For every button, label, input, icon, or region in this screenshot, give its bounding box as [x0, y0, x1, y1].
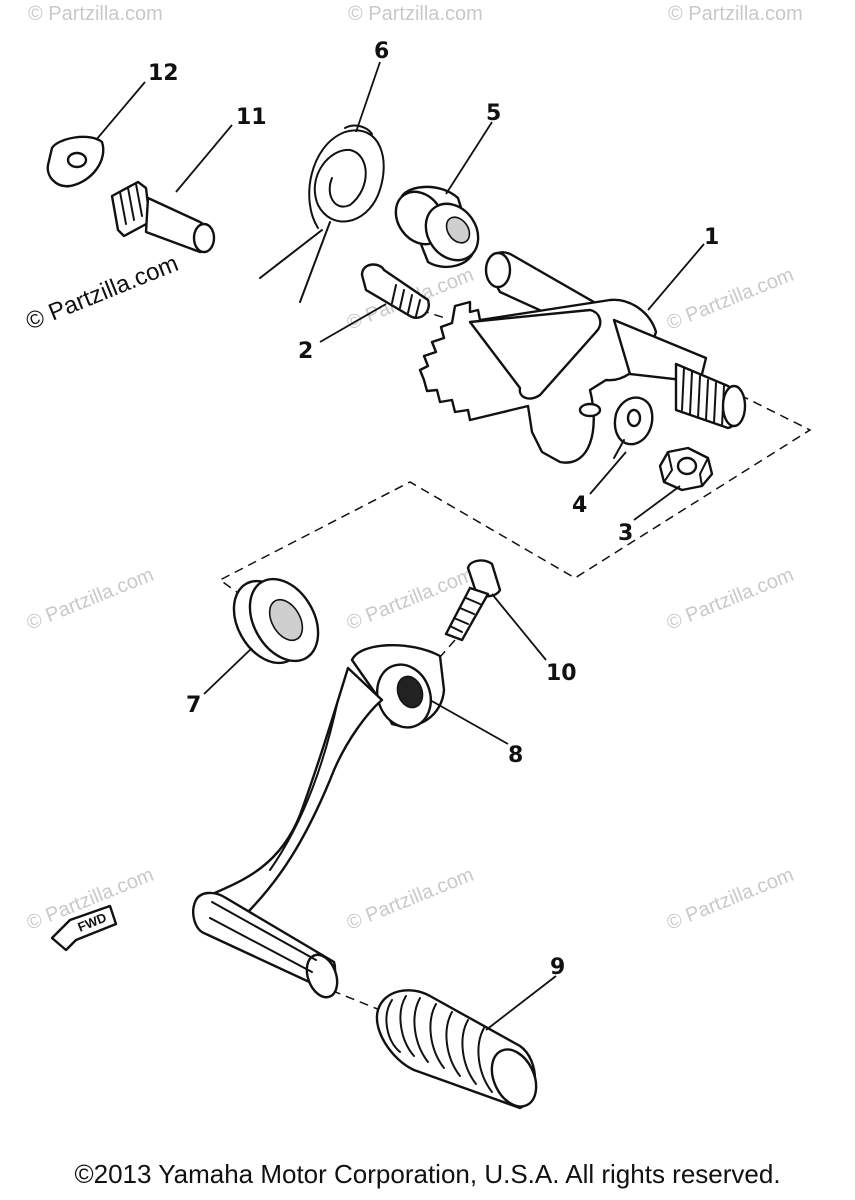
part-1-kick-axle [418, 251, 747, 464]
part-12-washer [46, 135, 105, 188]
callouts: 12 11 6 5 1 2 4 3 7 10 8 9 [148, 39, 719, 980]
leader-lines [95, 61, 705, 1031]
watermark: © Partzilla.com [344, 864, 477, 935]
part-7-oil-seal [232, 577, 320, 665]
callout-4: 4 [572, 493, 587, 518]
watermark: © Partzilla.com [668, 3, 803, 25]
callout-6: 6 [374, 39, 389, 64]
part-4-washer [613, 396, 654, 459]
callout-12: 12 [148, 61, 179, 86]
callout-11: 11 [236, 105, 267, 130]
watermark: © Partzilla.com [664, 564, 797, 635]
copyright-notice: ©2013 Yamaha Motor Corporation, U.S.A. A… [74, 1159, 781, 1189]
part-10-bolt [444, 559, 502, 642]
watermark: © Partzilla.com [664, 264, 797, 335]
part-8-kick-crank [204, 643, 446, 922]
callout-5: 5 [486, 101, 501, 126]
part-5-collar [394, 185, 480, 269]
watermark-dark: © Partzilla.com [22, 250, 182, 336]
part-3-nut [658, 446, 714, 492]
callout-1: 1 [704, 225, 719, 250]
watermark: © Partzilla.com [348, 3, 483, 25]
callout-10: 10 [546, 661, 577, 686]
callout-7: 7 [186, 693, 201, 718]
callout-8: 8 [508, 743, 523, 768]
kick-pedal-shaft [192, 891, 339, 999]
watermark: © Partzilla.com [24, 564, 157, 635]
callout-3: 3 [618, 521, 633, 546]
part-6-spring [259, 124, 385, 303]
part-2-pin [360, 263, 430, 319]
callout-9: 9 [550, 955, 565, 980]
part-9-kick-rubber [375, 989, 538, 1110]
callout-2: 2 [298, 339, 313, 364]
part-11-shaft [110, 180, 216, 254]
watermark: © Partzilla.com [664, 864, 797, 935]
watermark: © Partzilla.com [28, 3, 163, 25]
